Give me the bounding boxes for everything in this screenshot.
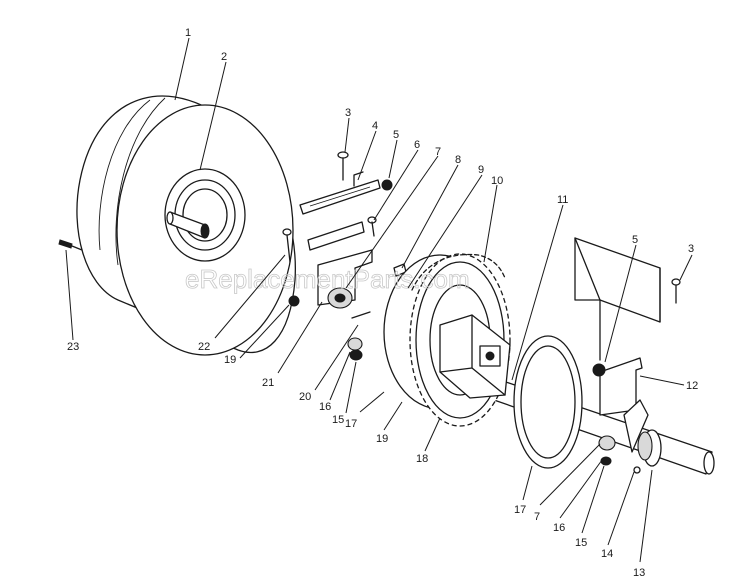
callout-3: 3: [345, 107, 351, 119]
callout-2: 2: [221, 51, 227, 63]
callout-21: 21: [262, 377, 274, 389]
callout-5-right: 5: [632, 234, 638, 246]
bolt-3-left: [337, 151, 349, 181]
callout-13: 13: [633, 567, 645, 579]
callout-14: 14: [601, 548, 613, 560]
callout-10: 10: [491, 175, 503, 187]
callout-9: 9: [478, 164, 484, 176]
nut-19-left: [288, 295, 300, 307]
mounting-plate: [307, 216, 377, 251]
callout-15-lower: 15: [575, 537, 587, 549]
right-bracket: [599, 357, 643, 416]
callout-numbers: 1 2 3 4 5 6 7 8 9 10 11 3 5 12 23 22 19 …: [67, 27, 698, 579]
right-bearing: [598, 399, 662, 474]
nut-stack-center: [347, 337, 363, 361]
nut-5-left: [381, 179, 393, 191]
callout-19-lower: 19: [376, 433, 388, 445]
callout-7: 7: [435, 146, 441, 158]
leader-lines: [65, 37, 693, 563]
callout-6: 6: [414, 139, 420, 151]
valve-stem: [58, 239, 83, 251]
callout-1: 1: [185, 27, 191, 39]
callout-12: 12: [686, 380, 698, 392]
chain: [411, 253, 506, 291]
watermark: eReplacementParts.com: [185, 264, 470, 294]
brake-plate: [513, 335, 583, 469]
callout-17: 17: [345, 418, 357, 430]
callout-17-lower: 17: [514, 504, 526, 516]
callout-16: 16: [319, 401, 331, 413]
callout-5: 5: [393, 129, 399, 141]
callout-16-lower: 16: [553, 522, 565, 534]
callout-3-right: 3: [688, 243, 694, 255]
callout-19: 19: [224, 354, 236, 366]
callout-15: 15: [332, 414, 344, 426]
bolt-22: [282, 228, 292, 263]
bolt-3-right: [671, 278, 681, 304]
callout-4: 4: [372, 120, 378, 132]
callout-23: 23: [67, 341, 79, 353]
bearing-bracket: [317, 249, 373, 319]
gearbox: [439, 314, 511, 399]
callout-8: 8: [455, 154, 461, 166]
wheel-rim: [164, 168, 246, 262]
callout-22: 22: [198, 341, 210, 353]
callout-11: 11: [557, 194, 568, 206]
upper-bracket: [299, 171, 381, 215]
housing-frame: [574, 237, 661, 361]
callout-7-lower: 7: [534, 511, 540, 523]
nut-5-right: [592, 363, 606, 377]
callout-18: 18: [416, 453, 428, 465]
callout-20: 20: [299, 391, 311, 403]
